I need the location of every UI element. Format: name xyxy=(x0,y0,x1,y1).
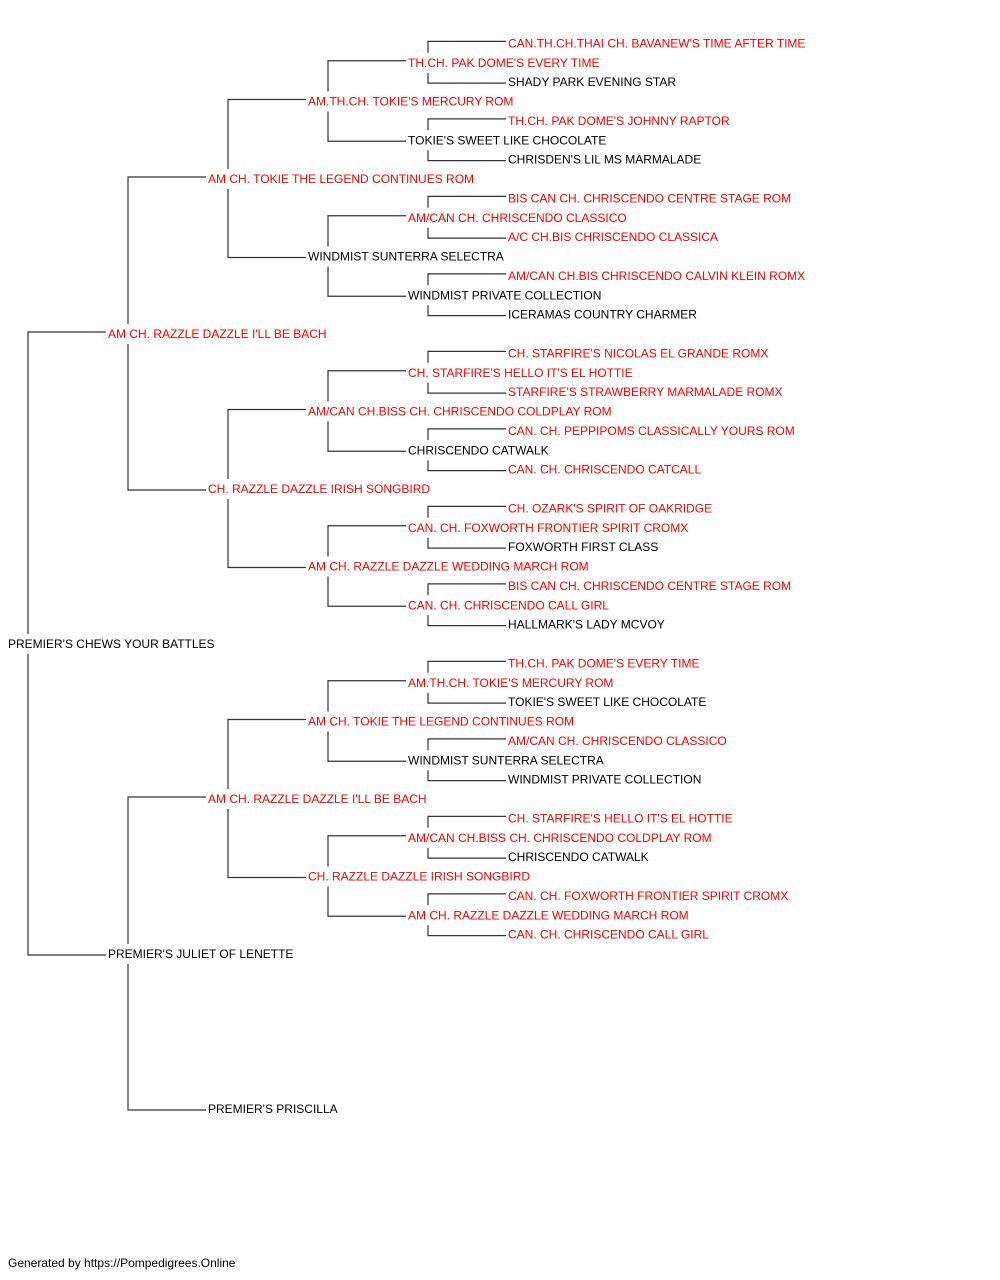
dog-name-pedigree-sire-dam-dam-sire-sire: CH. OZARK'S SPIRIT OF OAKRIDGE xyxy=(508,501,712,515)
dog-name-pedigree-sire-sire-sire-sire-dam: SHADY PARK EVENING STAR xyxy=(508,75,676,89)
connector-line xyxy=(427,150,506,162)
dog-name-pedigree: PREMIER'S CHEWS YOUR BATTLES xyxy=(8,637,215,651)
dog-name-pedigree-sire-sire-dam-dam-sire: AM/CAN CH.BIS CHRISCENDO CALVIN KLEIN RO… xyxy=(508,269,805,283)
dog-name-pedigree-sire-sire-sire-dam-dam: CHRISDEN'S LIL MS MARMALADE xyxy=(508,153,701,167)
dog-name-pedigree-dam-sire-dam-dam-sire: CAN. CH. FOXWORTH FRONTIER SPIRIT CROMX xyxy=(508,889,788,903)
connector-line xyxy=(127,176,206,324)
dog-name-pedigree-sire-sire-dam: WINDMIST SUNTERRA SELECTRA xyxy=(308,250,504,264)
connector-line xyxy=(327,835,406,867)
dog-name-pedigree-dam-sire-sire-dam: WINDMIST SUNTERRA SELECTRA xyxy=(408,753,604,767)
connector-line xyxy=(427,195,506,208)
connector-line xyxy=(427,505,506,518)
dog-name-pedigree-sire: AM CH. RAZZLE DAZZLE I'LL BE BACH xyxy=(108,327,327,341)
dog-name-pedigree-sire-dam-dam-dam-dam: HALLMARK'S LADY MCVOY xyxy=(508,618,665,632)
dog-name-pedigree-sire-dam: CH. RAZZLE DAZZLE IRISH SONGBIRD xyxy=(208,482,430,496)
connector-line xyxy=(327,215,406,247)
connector-line xyxy=(427,660,506,673)
connector-line xyxy=(427,815,506,828)
connector-line xyxy=(127,344,206,491)
dog-name-pedigree-sire-dam-sire: AM/CAN CH.BISS CH. CHRISCENDO COLDPLAY R… xyxy=(308,405,612,419)
dog-name-pedigree-dam-sire-dam-dam: AM CH. RAZZLE DAZZLE WEDDING MARCH ROM xyxy=(408,908,689,922)
dog-name-pedigree-dam-sire-sire-sire-sire: TH.CH. PAK DOME'S EVERY TIME xyxy=(508,656,699,670)
connector-line xyxy=(427,428,506,441)
connector-line xyxy=(127,796,206,944)
dog-name-pedigree-dam: PREMIER'S JULIET OF LENETTE xyxy=(108,947,293,961)
connector-line xyxy=(427,273,506,286)
dog-name-pedigree-dam-sire-dam-sire: AM/CAN CH.BISS CH. CHRISCENDO COLDPLAY R… xyxy=(408,831,712,845)
dog-name-pedigree-sire-sire-sire: AM.TH.CH. TOKIE'S MERCURY ROM xyxy=(308,95,513,109)
connector-line xyxy=(427,770,506,782)
connector-line xyxy=(427,537,506,549)
connector-line xyxy=(427,925,506,937)
connector-line xyxy=(327,60,406,92)
dog-name-pedigree-dam-sire-dam-sire-dam: CHRISCENDO CATWALK xyxy=(508,850,649,864)
dog-name-pedigree-sire-dam-dam-sire-dam: FOXWORTH FIRST CLASS xyxy=(508,540,658,554)
connector-line xyxy=(327,576,406,607)
dog-name-pedigree-sire-dam-sire-dam-dam: CAN. CH. CHRISCENDO CATCALL xyxy=(508,463,701,477)
footer-credit: Generated by https://Pompedigrees.Online xyxy=(8,1256,236,1270)
dog-name-pedigree-sire-dam-sire-dam: CHRISCENDO CATWALK xyxy=(408,443,549,457)
connector-line xyxy=(427,583,506,596)
connector-line xyxy=(427,72,506,84)
dog-name-pedigree-dam-sire-sire-dam-sire: AM/CAN CH. CHRISCENDO CLASSICO xyxy=(508,734,727,748)
dog-name-pedigree-sire-dam-dam: AM CH. RAZZLE DAZZLE WEDDING MARCH ROM xyxy=(308,560,589,574)
connector-line xyxy=(27,331,106,634)
connector-line xyxy=(427,118,506,131)
dog-name-pedigree-dam-sire-dam-sire-sire: CH. STARFIRE'S HELLO IT'S EL HOTTIE xyxy=(508,811,733,825)
connector-line xyxy=(427,382,506,394)
dog-name-pedigree-sire-dam-sire-dam-sire: CAN. CH. PEPPIPOMS CLASSICALLY YOURS ROM xyxy=(508,424,795,438)
dog-name-pedigree-sire-dam-dam-sire: CAN. CH. FOXWORTH FRONTIER SPIRIT CROMX xyxy=(408,521,688,535)
dog-name-pedigree-dam-sire-sire-sire: AM.TH.CH. TOKIE'S MERCURY ROM xyxy=(408,676,613,690)
dog-name-pedigree-sire-sire-sire-dam: TOKIE'S SWEET LIKE CHOCOLATE xyxy=(408,133,606,147)
connector-line xyxy=(227,809,306,879)
connector-line xyxy=(327,421,406,452)
dog-name-pedigree-dam-sire: AM CH. RAZZLE DAZZLE I'LL BE BACH xyxy=(208,792,427,806)
connector-line xyxy=(327,111,406,142)
connector-line xyxy=(427,738,506,751)
connector-line xyxy=(427,40,506,53)
connector-line xyxy=(227,408,306,479)
dog-name-pedigree-sire-sire-dam-sire: AM/CAN CH. CHRISCENDO CLASSICO xyxy=(408,211,627,225)
connector-line xyxy=(327,731,406,762)
connector-line xyxy=(427,350,506,363)
dog-name-pedigree-sire-sire-dam-sire-dam: A/C CH.BIS CHRISCENDO CLASSICA xyxy=(508,230,718,244)
connector-line xyxy=(227,718,306,789)
connector-line xyxy=(227,499,306,569)
connector-line xyxy=(127,964,206,1111)
dog-name-pedigree-sire-dam-dam-dam-sire: BIS CAN CH. CHRISCENDO CENTRE STAGE ROM xyxy=(508,579,791,593)
dog-name-pedigree-dam-sire-dam: CH. RAZZLE DAZZLE IRISH SONGBIRD xyxy=(308,870,530,884)
connector-line xyxy=(427,305,506,317)
connector-line xyxy=(427,692,506,704)
connector-line xyxy=(427,615,506,627)
dog-name-pedigree-sire-sire-sire-sire-sire: CAN.TH.CH.THAI CH. BAVANEW'S TIME AFTER … xyxy=(508,36,805,50)
dog-name-pedigree-sire-dam-dam-dam: CAN. CH. CHRISCENDO CALL GIRL xyxy=(408,598,609,612)
connector-line xyxy=(27,654,106,956)
dog-name-pedigree-sire-sire-dam-dam: WINDMIST PRIVATE COLLECTION xyxy=(408,288,601,302)
dog-name-pedigree-sire-sire: AM CH. TOKIE THE LEGEND CONTINUES ROM xyxy=(208,172,474,186)
connector-line xyxy=(327,525,406,557)
dog-name-pedigree-sire-sire-dam-dam-dam: ICERAMAS COUNTRY CHARMER xyxy=(508,308,697,322)
dog-name-pedigree-sire-dam-sire-sire-dam: STARFIRE'S STRAWBERRY MARMALADE ROMX xyxy=(508,385,783,399)
dog-name-pedigree-sire-sire-dam-sire-sire: BIS CAN CH. CHRISCENDO CENTRE STAGE ROM xyxy=(508,191,791,205)
connector-line xyxy=(327,886,406,917)
connector-line xyxy=(427,893,506,906)
dog-name-pedigree-sire-dam-sire-sire-sire: CH. STARFIRE'S NICOLAS EL GRANDE ROMX xyxy=(508,346,768,360)
connector-line xyxy=(327,680,406,712)
connector-line xyxy=(427,847,506,859)
connector-line xyxy=(327,266,406,297)
dog-name-pedigree-sire-sire-sire-dam-sire: TH.CH. PAK DOME'S JOHNNY RAPTOR xyxy=(508,114,730,128)
dog-name-pedigree-sire-sire-sire-sire: TH.CH. PAK DOME'S EVERY TIME xyxy=(408,56,599,70)
dog-name-pedigree-dam-sire-sire-dam-dam: WINDMIST PRIVATE COLLECTION xyxy=(508,773,701,787)
dog-name-pedigree-dam-dam: PREMIER'S PRISCILLA xyxy=(208,1102,338,1116)
connector-line xyxy=(427,460,506,472)
dog-name-pedigree-sire-dam-sire-sire: CH. STARFIRE'S HELLO IT'S EL HOTTIE xyxy=(408,366,633,380)
connector-line xyxy=(427,227,506,239)
dog-name-pedigree-dam-sire-sire: AM CH. TOKIE THE LEGEND CONTINUES ROM xyxy=(308,715,574,729)
dog-name-pedigree-dam-sire-dam-dam-dam: CAN. CH. CHRISCENDO CALL GIRL xyxy=(508,928,709,942)
connector-line xyxy=(227,189,306,259)
connector-line xyxy=(227,98,306,169)
dog-name-pedigree-dam-sire-sire-sire-dam: TOKIE'S SWEET LIKE CHOCOLATE xyxy=(508,695,706,709)
connector-line xyxy=(327,370,406,402)
